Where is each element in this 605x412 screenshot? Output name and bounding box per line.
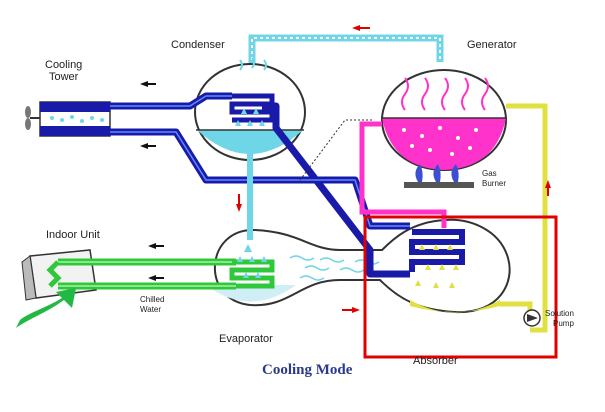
cooling-tower bbox=[25, 101, 111, 137]
fan-icon bbox=[25, 106, 40, 130]
label-cooling-tower-2: Tower bbox=[49, 71, 79, 83]
indoor-unit bbox=[21, 249, 236, 301]
label-indoor-unit: Indoor Unit bbox=[46, 229, 100, 241]
label-gas-burner-2: Burner bbox=[482, 179, 506, 188]
flow-arrows bbox=[140, 25, 551, 313]
generator-vessel bbox=[381, 69, 507, 171]
solution-pump-icon bbox=[523, 309, 541, 327]
label-absorber: Absorber bbox=[413, 355, 458, 367]
label-chilled-water-1: Chilled bbox=[140, 295, 164, 304]
label-evaporator: Evaporator bbox=[219, 333, 273, 345]
label-solution-pump-2: Pump bbox=[553, 319, 574, 328]
label-condenser: Condenser bbox=[171, 39, 225, 51]
label-cooling-tower-1: Cooling bbox=[45, 59, 82, 71]
evaporator-coil bbox=[229, 256, 275, 289]
label-solution-pump-1: Solution bbox=[545, 309, 574, 318]
cooling-water-loop-highlight bbox=[110, 95, 410, 227]
absorber-highlight-box bbox=[363, 215, 558, 359]
label-chilled-water-2: Water bbox=[140, 305, 161, 314]
gas-burner bbox=[404, 164, 474, 188]
diagram-caption: Cooling Mode bbox=[262, 362, 353, 378]
label-gas-burner-1: Gas bbox=[482, 169, 497, 178]
absorber-coil bbox=[409, 229, 465, 288]
condenser-coil bbox=[229, 93, 275, 126]
refrigerant-down-pipe bbox=[244, 150, 253, 252]
label-generator: Generator bbox=[467, 39, 517, 51]
vapour-line bbox=[299, 119, 372, 181]
cool-air-arrow-icon bbox=[16, 288, 76, 328]
